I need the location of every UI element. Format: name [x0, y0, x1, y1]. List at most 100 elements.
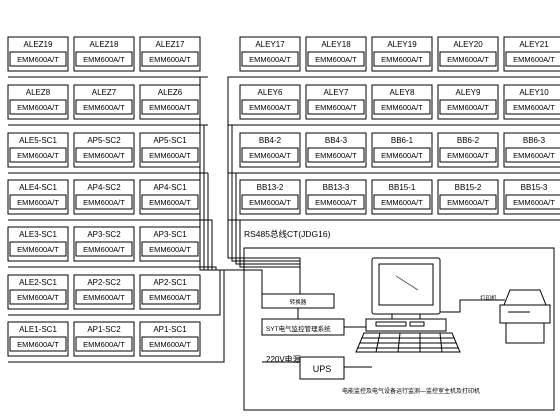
- meter-model: EMM600A/T: [513, 151, 555, 160]
- meter-panel-name: AP1-SC1: [153, 325, 187, 334]
- meter-model: EMM600A/T: [315, 198, 357, 207]
- meter-module-box: [241, 99, 299, 115]
- meter-module-box: [307, 194, 365, 210]
- meter-module-box: [439, 99, 497, 115]
- meter-panel-name: BB4-3: [325, 136, 348, 145]
- meter-panel-name: BB4-2: [259, 136, 282, 145]
- meter-panel-name: ALEY10: [519, 88, 549, 97]
- meter-panel-name: AP3-SC1: [153, 230, 187, 239]
- meter-panel-name: BB15-2: [455, 183, 482, 192]
- meter-module-box: [9, 99, 67, 115]
- meter-panel-name: ALEY18: [321, 40, 351, 49]
- meter-panel-name: AP2-SC1: [153, 278, 187, 287]
- meter-module-box: [141, 241, 199, 257]
- control-room-border: [243, 247, 555, 411]
- meter-panel-name: AP4-SC2: [87, 183, 121, 192]
- meter-model: EMM600A/T: [249, 103, 291, 112]
- meter-model: EMM600A/T: [249, 55, 291, 64]
- meter-model: EMM600A/T: [17, 103, 59, 112]
- meter-module-box: [505, 194, 560, 210]
- meter-module-box: [141, 194, 199, 210]
- meter-module-box: [75, 147, 133, 163]
- meter-module-box: [75, 241, 133, 257]
- left-riser: [208, 269, 263, 363]
- meter-panel-name: ALEZ8: [26, 88, 51, 97]
- meter-panel-name: AP4-SC1: [153, 183, 187, 192]
- meter-module-box: [307, 51, 365, 67]
- meter-panel-name: ALEZ19: [24, 40, 53, 49]
- meter-model: EMM600A/T: [149, 245, 191, 254]
- meter-panel-name: ALE4-SC1: [19, 183, 57, 192]
- meter-model: EMM600A/T: [249, 151, 291, 160]
- meter-panel-name: ALEY8: [390, 88, 415, 97]
- meter-model: EMM600A/T: [513, 55, 555, 64]
- meter-module-box: [307, 147, 365, 163]
- meter-model: EMM600A/T: [149, 55, 191, 64]
- meter-module-box: [9, 147, 67, 163]
- meter-model: EMM600A/T: [149, 103, 191, 112]
- control-room: 转换器 SYT电气监控管理系统 220V电源 UPS: [243, 247, 555, 411]
- meter-model: EMM600A/T: [447, 151, 489, 160]
- meter-panel-name: ALE5-SC1: [19, 136, 57, 145]
- meter-module-box: [241, 147, 299, 163]
- control-room-caption: 电能监控及电气设备运行监测—监控室主机及打印机: [342, 387, 480, 395]
- meter-module-box: [75, 336, 133, 352]
- meter-module-box: [439, 194, 497, 210]
- meter-module-box: [141, 51, 199, 67]
- meter-model: EMM600A/T: [83, 340, 125, 349]
- meter-panel-name: ALEZ17: [156, 40, 185, 49]
- meter-model: EMM600A/T: [17, 245, 59, 254]
- meter-module-box: [241, 194, 299, 210]
- meter-model: EMM600A/T: [83, 103, 125, 112]
- meter-panel-name: BB6-2: [457, 136, 480, 145]
- meter-module-box: [9, 336, 67, 352]
- meter-panel-name: ALEY9: [456, 88, 481, 97]
- meter-module-box: [75, 51, 133, 67]
- meter-panel-name: ALEY17: [255, 40, 285, 49]
- meter-panel-name: BB6-3: [523, 136, 546, 145]
- meter-panel-name: ALEZ18: [90, 40, 119, 49]
- converter-label: 转换器: [290, 298, 307, 306]
- meter-panel-name: ALEY21: [519, 40, 549, 49]
- bus-wiring: [8, 76, 560, 363]
- meter-panel-name: AP5-SC1: [153, 136, 187, 145]
- meter-model: EMM600A/T: [447, 198, 489, 207]
- meter-module-box: [505, 51, 560, 67]
- meter-model: EMM600A/T: [315, 151, 357, 160]
- meter-panel-name: ALEY7: [324, 88, 349, 97]
- meter-model: EMM600A/T: [447, 55, 489, 64]
- meter-model: EMM600A/T: [17, 55, 59, 64]
- printer-label: 打印机: [480, 294, 497, 302]
- meter-model: EMM600A/T: [381, 198, 423, 207]
- meter-module-box: [141, 99, 199, 115]
- meter-module-box: [373, 194, 431, 210]
- meter-model: EMM600A/T: [83, 245, 125, 254]
- meter-panel-name: AP3-SC2: [87, 230, 121, 239]
- right-meter-group: ALEY17EMM600A/TALEY18EMM600A/TALEY19EMM6…: [239, 36, 560, 215]
- meter-module-box: [373, 147, 431, 163]
